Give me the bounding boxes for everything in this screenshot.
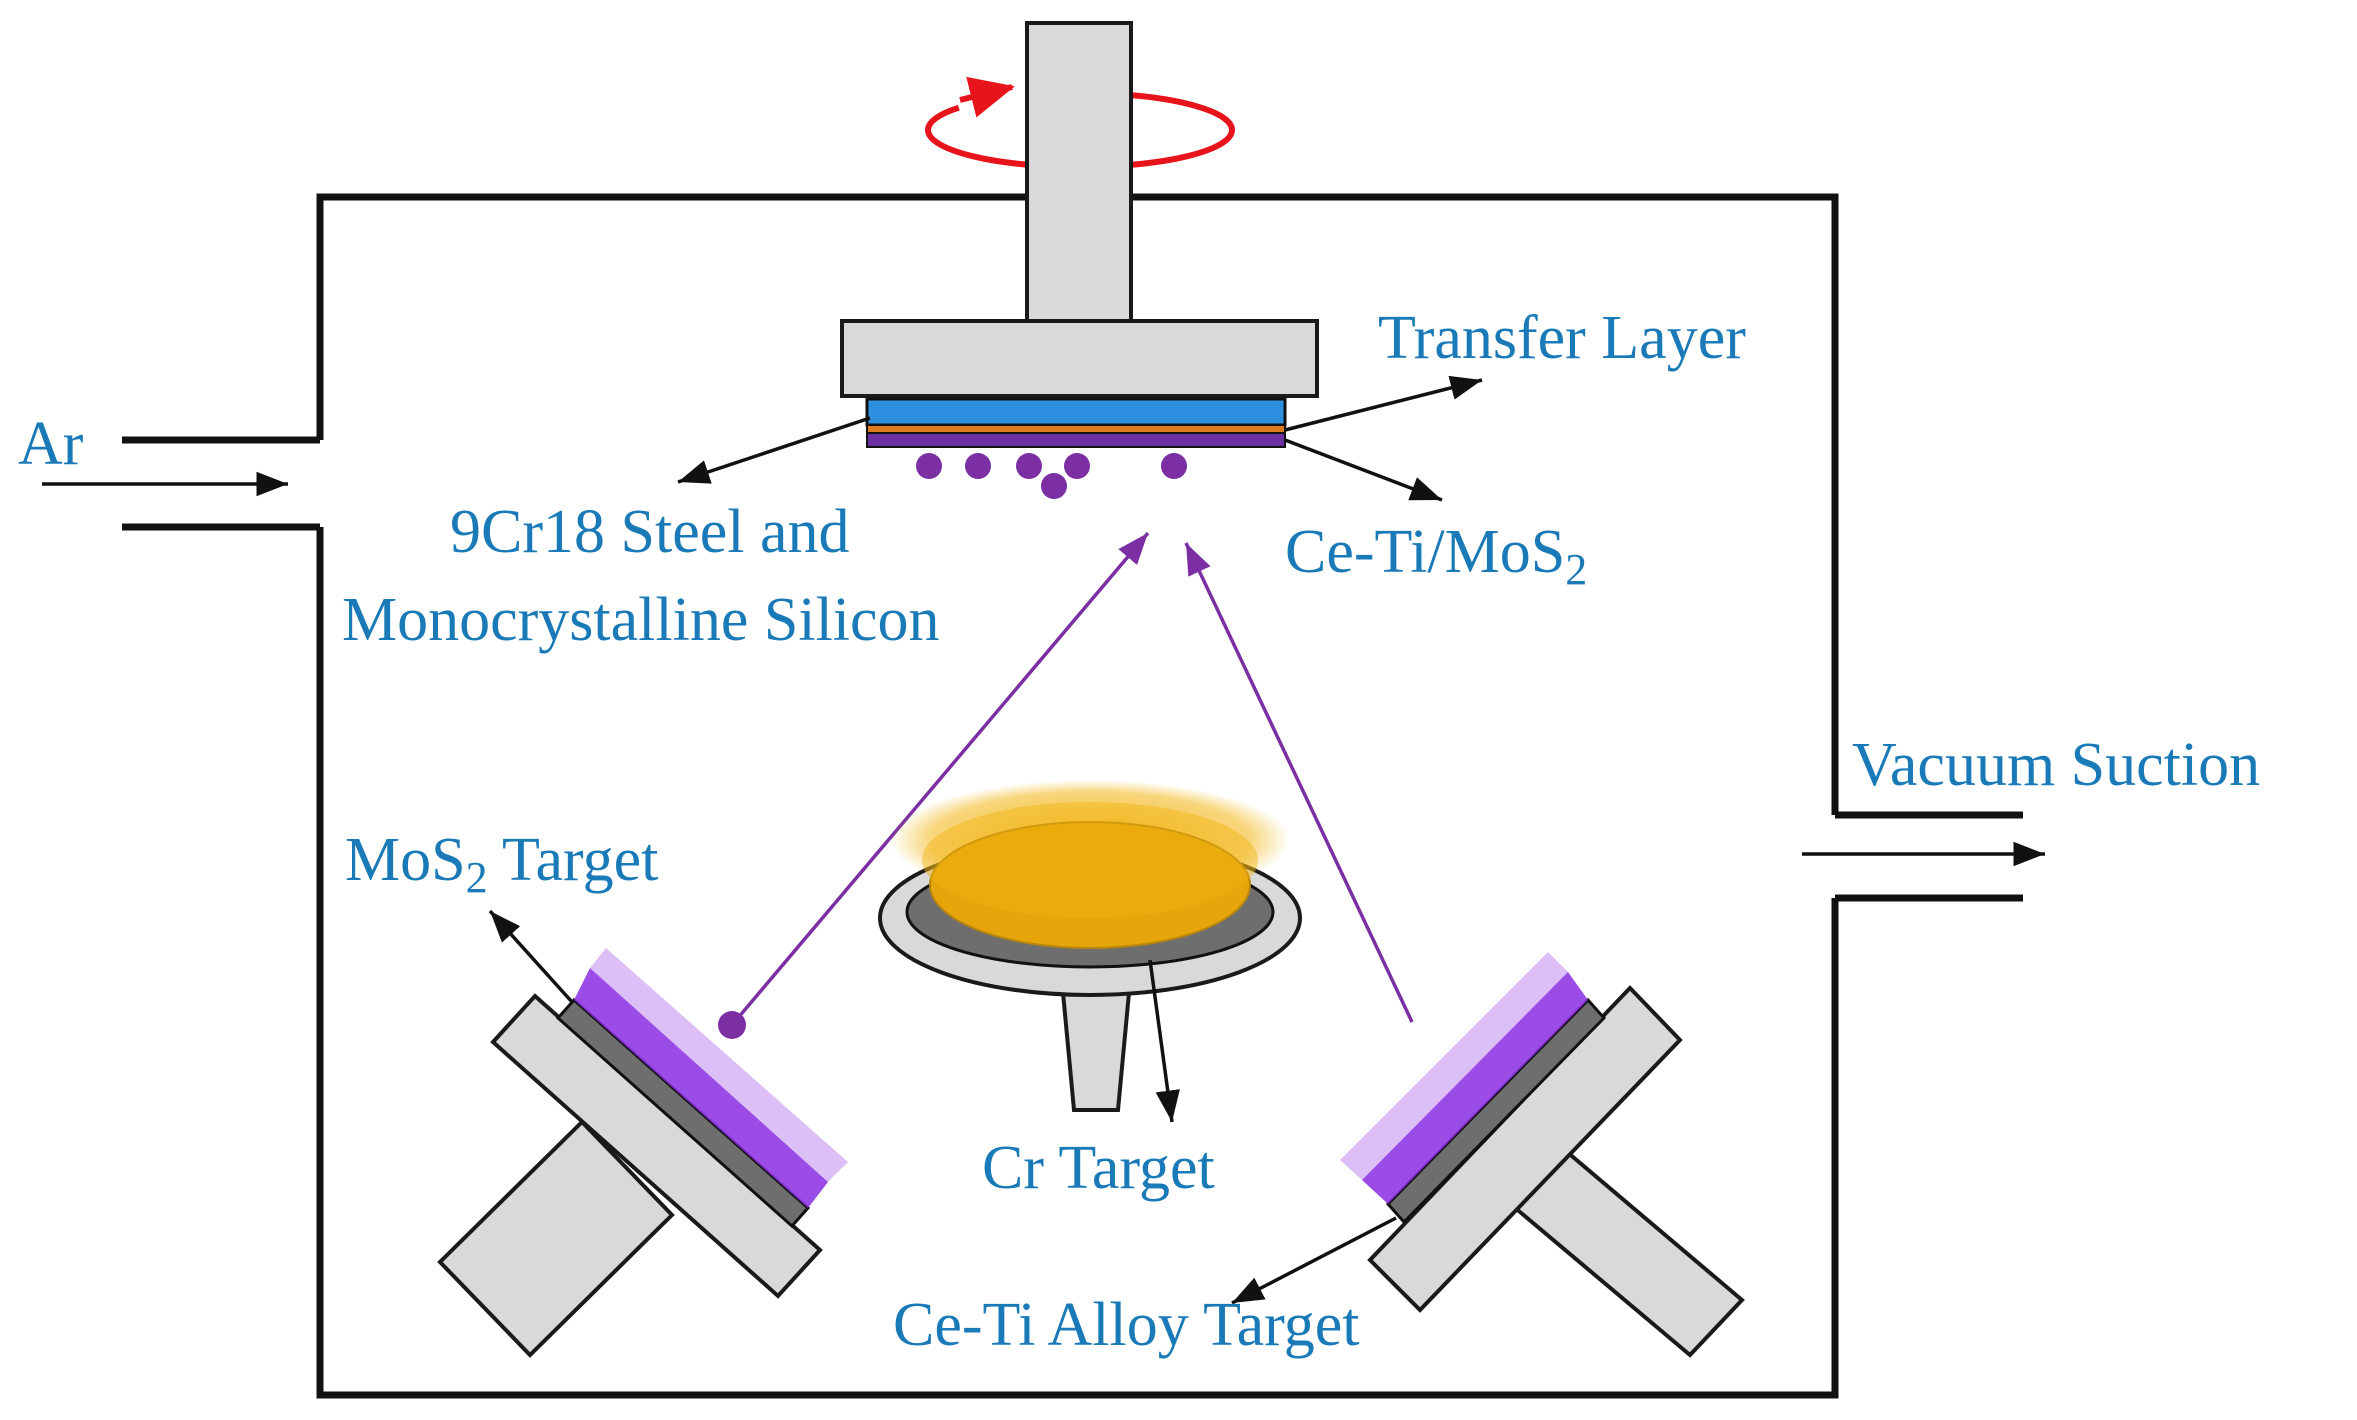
particle bbox=[1161, 453, 1187, 479]
particle bbox=[1064, 453, 1090, 479]
mos2-plasma bbox=[574, 968, 828, 1208]
cr-target-pointer-arrow bbox=[1148, 959, 1180, 1123]
rotation-arrow-head bbox=[959, 76, 1015, 118]
ceti-target bbox=[1340, 952, 1745, 1358]
mos2-flux-arrow bbox=[730, 531, 1150, 1027]
coating-pointer-arrow bbox=[1284, 438, 1443, 502]
substrate-layer-blue bbox=[865, 397, 1287, 427]
transfer-layer-label: Transfer Layer bbox=[1378, 304, 1746, 372]
cr-target-glow-top bbox=[922, 802, 1258, 918]
chamber-wall-lower bbox=[316, 527, 1839, 1399]
particle bbox=[1041, 473, 1067, 499]
mos2-target-pointer-arrow bbox=[488, 909, 574, 1004]
transfer-layer-pointer-arrow bbox=[1284, 375, 1483, 432]
mos2-target bbox=[437, 948, 848, 1358]
substrate-label-line2: Monocrystalline Silicon bbox=[342, 586, 940, 654]
particle bbox=[1016, 453, 1042, 479]
coating-label: Ce-Ti/MoS2 bbox=[1285, 518, 1587, 594]
substrate-pointer-arrow bbox=[677, 416, 871, 484]
cr-target-surface bbox=[929, 821, 1251, 949]
coating-label-subscript: 2 bbox=[1565, 545, 1587, 594]
vacuum-suction-label: Vacuum Suction bbox=[1852, 731, 2260, 799]
mos2-target-label: MoS2 Target bbox=[345, 826, 658, 902]
substrate-layer-purple bbox=[866, 432, 1286, 448]
particle bbox=[718, 1011, 746, 1039]
ceti-target-pointer-arrow bbox=[1231, 1216, 1397, 1305]
mos2-plasma-glow bbox=[590, 948, 848, 1182]
cr-target-label: Cr Target bbox=[982, 1134, 1215, 1202]
holder-plate bbox=[840, 319, 1319, 398]
ceti-plasma bbox=[1362, 972, 1588, 1204]
coating-label-main: Ce-Ti/MoS bbox=[1285, 518, 1565, 586]
mos2-label-main: MoS bbox=[345, 826, 466, 894]
mos2-target-stem bbox=[437, 1119, 675, 1358]
ceti-flux-arrow bbox=[1184, 542, 1414, 1023]
mos2-label-suffix: Target bbox=[488, 826, 659, 894]
ceti-target-label: Ce-Ti Alloy Target bbox=[893, 1291, 1359, 1359]
particle bbox=[965, 453, 991, 479]
substrate-layer-orange bbox=[866, 424, 1286, 434]
particle bbox=[916, 453, 942, 479]
ceti-plasma-glow bbox=[1340, 952, 1568, 1180]
mos2-label-subscript: 2 bbox=[466, 853, 488, 902]
cr-target bbox=[878, 780, 1302, 1112]
cr-target-stem bbox=[1059, 980, 1133, 1112]
substrate-label-line1: 9Cr18 Steel and bbox=[450, 498, 850, 566]
holder-shaft bbox=[1025, 21, 1133, 323]
ar-label: Ar bbox=[18, 410, 84, 478]
